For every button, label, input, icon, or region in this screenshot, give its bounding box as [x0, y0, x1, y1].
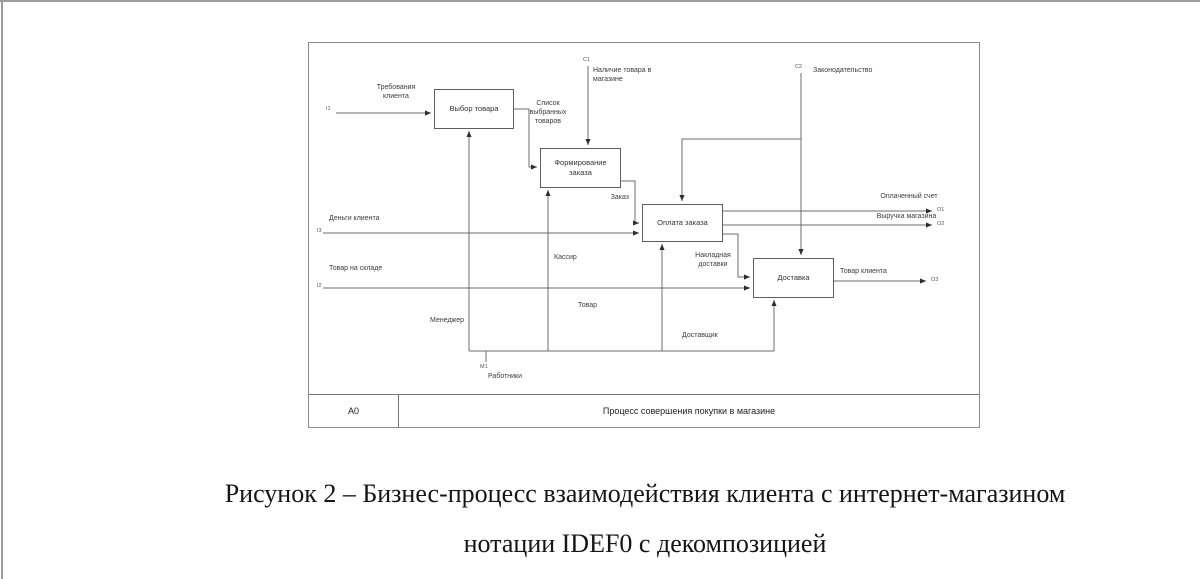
label-mechanism-manager: Менеджер	[430, 317, 464, 324]
label-m1-workers: Работники	[488, 373, 523, 380]
label-mechanism-cashier: Кассир	[554, 254, 577, 261]
diagram-node-id: A0	[309, 395, 399, 427]
label-delivery-invoice: Накладная доставки	[695, 252, 731, 268]
code-o2: O2	[937, 221, 945, 227]
arrow-order	[621, 180, 639, 226]
label-i3-client-money: Деньги клиента	[329, 215, 380, 222]
diagram-title-bar: A0 Процесс совершения покупки в магазине	[309, 394, 979, 427]
code-m1: M1	[480, 364, 488, 370]
figure-caption-line2: нотации IDEF0 с декомпозицией	[463, 529, 827, 558]
label-o1-paid-invoice: Оплаченный счет	[880, 193, 938, 200]
activity-box-select-product: Выбор товара	[434, 89, 514, 129]
idef0-diagram-frame: Выбор товара Формирование заказа Оплата …	[308, 42, 980, 428]
code-i3: I3	[317, 228, 322, 234]
activity-box-delivery: Доставка	[753, 258, 834, 298]
label-o2-store-revenue: Выручка магазина	[876, 213, 937, 220]
arrow-selected-goods-list	[514, 108, 537, 170]
code-i2: I2	[317, 283, 322, 289]
code-c2: C2	[795, 64, 803, 70]
label-mechanism-goods: Товар	[578, 302, 598, 309]
label-c2-legislation: Законодательство	[813, 67, 873, 74]
code-o3: O3	[931, 277, 939, 283]
arrow-delivery-invoice	[723, 233, 750, 280]
activity-box-payment: Оплата заказа	[642, 204, 723, 242]
page-border-top	[0, 0, 1200, 2]
activity-label-payment: Оплата заказа	[657, 218, 708, 228]
activity-label-delivery: Доставка	[777, 273, 810, 283]
label-o3-client-goods: Товар клиента	[840, 268, 887, 275]
connector-lines	[323, 66, 932, 362]
code-o1: O1	[937, 207, 945, 213]
arrow-c2-branch-to-payment	[679, 138, 801, 201]
label-i2-stock-goods: Товар на складе	[329, 265, 383, 272]
diagram-node-title: Процесс совершения покупки в магазине	[602, 406, 776, 416]
label-c1-availability: Наличие товара в магазине	[593, 67, 652, 83]
label-i1-client-requirements: Требования клиента	[376, 84, 416, 100]
figure-caption: Рисунок 2 – Бизнес-процесс взаимодействи…	[90, 479, 1200, 559]
label-mechanism-courier: Доставщик	[682, 332, 718, 339]
activity-box-form-order: Формирование заказа	[540, 148, 621, 188]
page-border-left	[1, 0, 3, 579]
activity-label-form-order: Формирование заказа	[554, 158, 607, 177]
label-order: Заказ	[610, 194, 629, 201]
activity-label-select-product: Выбор товара	[449, 104, 499, 114]
code-i1: I1	[326, 106, 331, 112]
code-c1: C1	[583, 57, 591, 63]
figure-caption-line1: Рисунок 2 – Бизнес-процесс взаимодействи…	[224, 479, 1066, 508]
label-selected-goods-list: Список выбранных товаров	[529, 100, 567, 125]
